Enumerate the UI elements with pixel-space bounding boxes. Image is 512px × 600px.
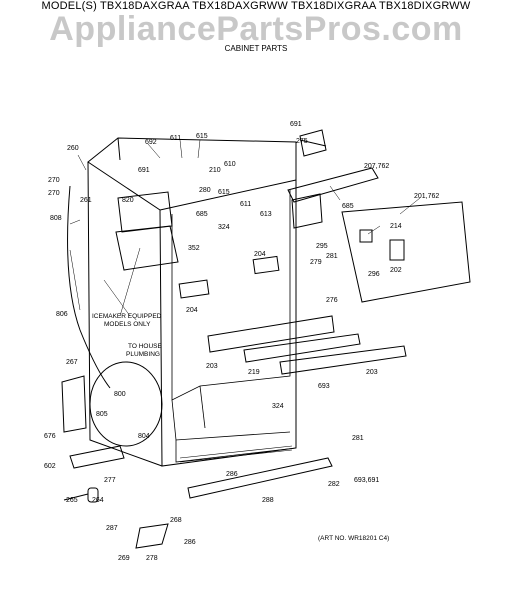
part-label: 265 xyxy=(66,497,78,504)
part-label: 269 xyxy=(118,555,130,562)
part-label: 203 xyxy=(206,363,218,370)
part-label: 202 xyxy=(390,267,402,274)
section-title: CABINET PARTS xyxy=(224,44,288,53)
part-label: 613 xyxy=(260,211,272,218)
part-label: 693 xyxy=(318,383,330,390)
part-label: 270 xyxy=(48,190,60,197)
part-label: 210 xyxy=(209,167,221,174)
part-label: 685 xyxy=(342,203,354,210)
part-label: 267 xyxy=(66,359,78,366)
part-label: 691 xyxy=(138,167,150,174)
part-label: 820 xyxy=(122,197,134,204)
part-label: 685 xyxy=(196,211,208,218)
part-label: 282 xyxy=(328,481,340,488)
part-label: 275 xyxy=(296,138,308,145)
part-label: 280 xyxy=(199,187,211,194)
part-label: 260 xyxy=(67,145,79,152)
part-label: 691 xyxy=(290,121,302,128)
part-label: 692 xyxy=(145,139,157,146)
part-label: 281 xyxy=(326,253,338,260)
part-label: 277 xyxy=(104,477,116,484)
plumbing-note-line2: PLUMBING xyxy=(126,351,160,358)
part-label: 203 xyxy=(366,369,378,376)
part-label: 287 xyxy=(106,525,118,532)
part-label: 288 xyxy=(262,497,274,504)
part-label: 615 xyxy=(196,133,208,140)
part-label: 276 xyxy=(326,297,338,304)
part-label: 279 xyxy=(310,259,322,266)
part-label: 611 xyxy=(170,135,181,142)
icemaker-note-line2: MODELS ONLY xyxy=(104,321,151,328)
grille xyxy=(187,457,333,499)
part-label: 806 xyxy=(56,311,68,318)
part-label: 268 xyxy=(170,517,182,524)
part-label: 324 xyxy=(272,403,284,410)
icemaker xyxy=(117,191,173,233)
part-label: 281 xyxy=(352,435,364,442)
part-label: 278 xyxy=(146,555,158,562)
icemaker-note-line1: ICEMAKER EQUIPPED xyxy=(92,313,162,320)
part-label: 207,762 xyxy=(364,163,389,170)
part-label: 676 xyxy=(44,433,56,440)
part-label: 808 xyxy=(50,215,62,222)
part-label: 264 xyxy=(92,497,104,504)
part-label: 204 xyxy=(186,307,198,314)
part-label: 693,691 xyxy=(354,477,379,484)
watermark: AppliancePartsPros.com xyxy=(49,10,463,48)
part-label: 214 xyxy=(390,223,402,230)
part-label: 201,762 xyxy=(414,193,439,200)
art-number: (ART NO. WR18201 C4) xyxy=(318,535,389,542)
part-label: 296 xyxy=(368,271,380,278)
part-label: 204 xyxy=(254,251,266,258)
part-label: 352 xyxy=(188,245,200,252)
part-label: 324 xyxy=(218,224,230,231)
part-label: 805 xyxy=(96,411,108,418)
part-label: 615 xyxy=(218,189,230,196)
part-label: 800 xyxy=(114,391,126,398)
part-label: 602 xyxy=(44,463,56,470)
part-label: 270 xyxy=(48,177,60,184)
part-label: 286 xyxy=(226,471,238,478)
model-list: MODEL(S) TBX18DAXGRAA TBX18DAXGRWW TBX18… xyxy=(41,0,471,12)
part-label: 261 xyxy=(80,197,92,204)
part-label: 295 xyxy=(316,243,328,250)
part-label: 610 xyxy=(224,161,236,168)
rear-panel xyxy=(341,201,471,303)
part-label: 611 xyxy=(240,201,251,208)
part-label: 219 xyxy=(248,369,260,376)
plumbing-note-line1: TO HOUSE xyxy=(128,343,162,350)
part-label: 804 xyxy=(138,433,150,440)
part-label: 286 xyxy=(184,539,196,546)
